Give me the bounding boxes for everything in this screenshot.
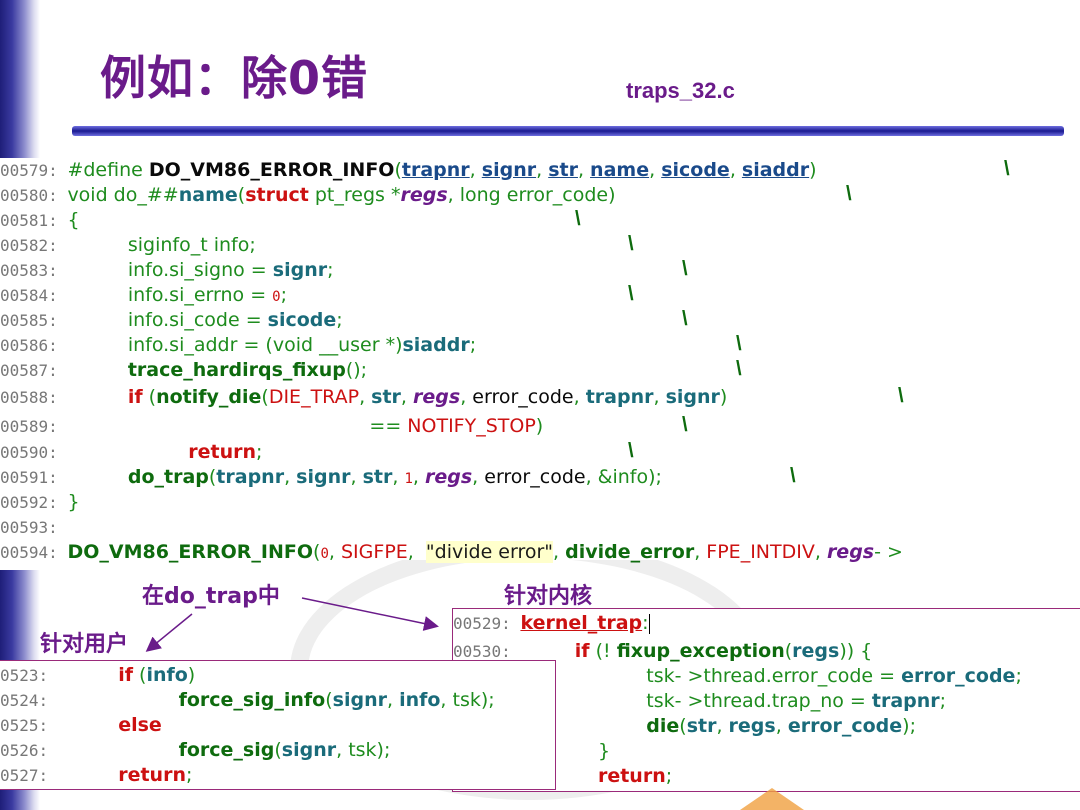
continuation-slash: \ [898, 385, 904, 407]
code-line-586: 00586: info.si_addr = (void __user *)sia… [0, 334, 477, 356]
continuation-slash: \ [682, 308, 688, 330]
code-line-590: 00590: return; [0, 441, 263, 463]
code-line-580: 00580: void do_##name(struct pt_regs *re… [0, 184, 616, 206]
kernel-line-533: die(str, regs, error_code); [646, 715, 916, 737]
code-line-593: 00593: [0, 518, 58, 537]
code-line-592: 00592: } [0, 491, 80, 513]
label-for-kernel: 针对内核 [504, 584, 593, 609]
code-listing: 00579: #define DO_VM86_ERROR_INFO(trapnr… [0, 158, 1080, 563]
kernel-line-530: 00530: if (! fixup_exception(regs)) { [453, 640, 873, 662]
code-line-594: 00594: DO_VM86_ERROR_INFO(0, SIGFPE, "di… [0, 541, 903, 563]
user-line-527: 0527: return; [0, 764, 193, 786]
kernel-line-534: } [597, 740, 611, 762]
kernel-line-529: 00529: kernel_trap: [453, 612, 650, 634]
user-line-526: 0526: force_sig(signr, tsk); [0, 739, 391, 761]
code-line-585: 00585: info.si_code = sicode; [0, 309, 343, 331]
kernel-code-box: 00529: kernel_trap: 00530: if (! fixup_e… [452, 608, 1080, 792]
user-line-525: 0525: else [0, 714, 162, 736]
continuation-slash: \ [628, 283, 634, 305]
code-line-582: 00582: siginfo_t info; [0, 234, 256, 256]
code-line-587: 00587: trace_hardirqs_fixup(); [0, 359, 368, 381]
continuation-slash: \ [846, 183, 852, 205]
arrow-to-kernel [301, 597, 439, 631]
user-code-box: 0523: if (info) 0524: force_sig_info(sig… [0, 660, 556, 790]
code-line-584: 00584: info.si_errno = 0; [0, 284, 288, 306]
kernel-line-531: tsk- >thread.error_code = error_code; [453, 665, 1022, 687]
kernel-line-535: return; [597, 765, 673, 787]
label-for-user: 针对用户 [40, 632, 129, 657]
title-divider [72, 126, 1064, 136]
code-line-583: 00583: info.si_signo = signr; [0, 259, 334, 281]
continuation-slash: \ [575, 208, 581, 230]
continuation-slash: \ [736, 358, 742, 380]
code-line-579: 00579: #define DO_VM86_ERROR_INFO(trapnr… [0, 159, 817, 181]
continuation-slash: \ [682, 414, 688, 436]
slide-title: 例如：除0错 [100, 51, 369, 105]
arrow-to-user [145, 613, 193, 652]
user-line-523: 0523: if (info) [0, 664, 196, 686]
code-line-581: 00581: { [0, 209, 80, 231]
label-in-do-trap: 在do_trap中 [142, 584, 280, 609]
continuation-slash: \ [790, 465, 796, 487]
left-bar-gap [0, 560, 40, 570]
filename-label: traps_32.c [626, 78, 735, 103]
continuation-slash: \ [736, 333, 742, 355]
kernel-line-532: tsk- >thread.trap_no = trapnr; [453, 690, 947, 712]
continuation-slash: \ [628, 440, 634, 462]
code-line-591: 00591: do_trap(trapnr, signr, str, 1, re… [0, 466, 662, 488]
code-line-588: 00588: if (notify_die(DIE_TRAP, str, reg… [0, 386, 728, 408]
continuation-slash: \ [628, 233, 634, 255]
continuation-slash: \ [682, 258, 688, 280]
code-line-589: 00589: == NOTIFY_STOP) [0, 415, 544, 437]
continuation-slash: \ [1004, 158, 1010, 180]
user-line-524: 0524: force_sig_info(signr, info, tsk); [0, 689, 495, 711]
